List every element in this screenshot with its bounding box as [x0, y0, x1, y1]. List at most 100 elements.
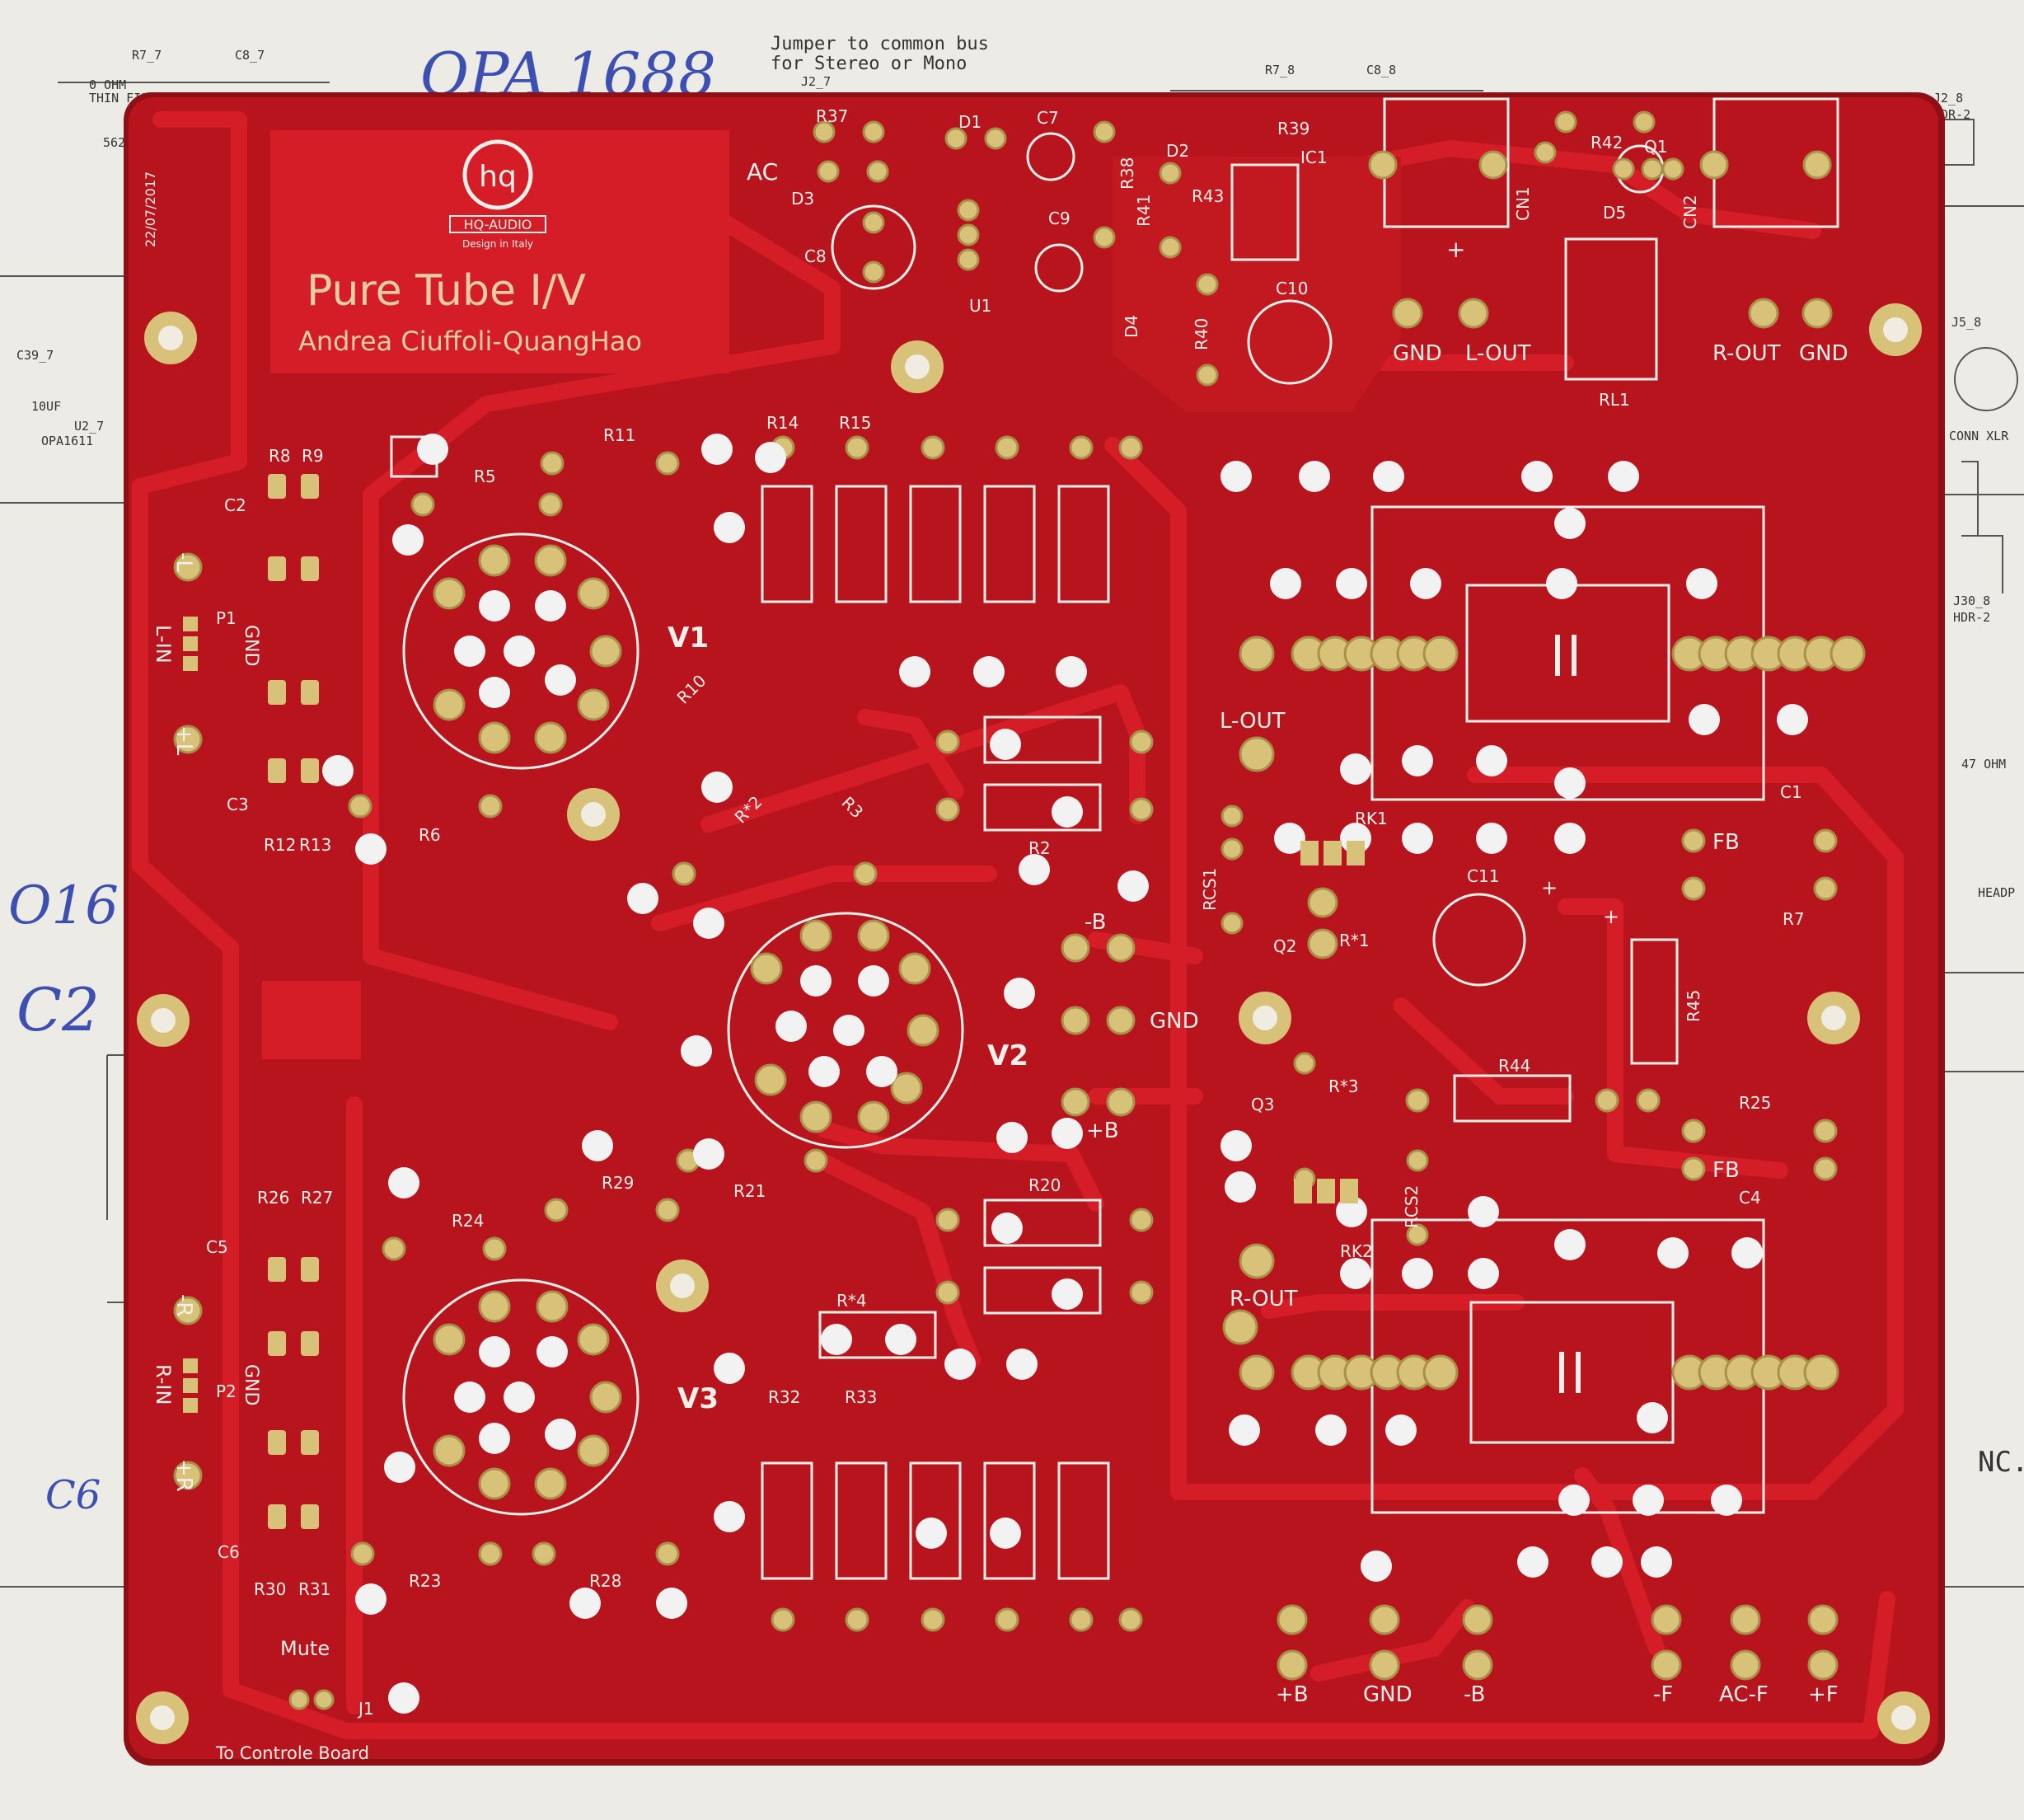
svg-text:R30: R30 — [254, 1579, 286, 1599]
svg-text:GND: GND — [1363, 1682, 1413, 1707]
power-plane-top — [1113, 157, 1401, 412]
svg-text:OPA1611: OPA1611 — [41, 434, 93, 448]
svg-text:R*4: R*4 — [836, 1291, 867, 1311]
label-neg-r: -R — [171, 1294, 196, 1316]
svg-text:C2: C2 — [224, 495, 246, 515]
svg-text:+B: +B — [1276, 1682, 1309, 1707]
svg-text:C6: C6 — [218, 1542, 240, 1562]
svg-text:R43: R43 — [1192, 186, 1224, 206]
label-l-out-mid: L-OUT — [1220, 709, 1286, 734]
svg-text:R25: R25 — [1739, 1093, 1771, 1113]
svg-text:U1: U1 — [969, 296, 991, 316]
logo-text: HQ-AUDIO — [464, 217, 532, 232]
svg-text:562: 562 — [103, 135, 125, 150]
svg-text:D5: D5 — [1603, 203, 1626, 223]
svg-text:-F: -F — [1653, 1682, 1673, 1707]
svg-text:C7: C7 — [1037, 108, 1059, 128]
svg-text:C3: C3 — [227, 795, 249, 814]
jumper-note-2: for Stereo or Mono — [771, 54, 967, 74]
label-r-out-mid: R-OUT — [1230, 1287, 1298, 1311]
svg-text:C8_8: C8_8 — [1366, 63, 1396, 77]
svg-text:R13: R13 — [299, 835, 331, 855]
svg-text:J2_7: J2_7 — [801, 74, 831, 89]
tube-socket-v1: V1 — [402, 532, 709, 770]
svg-text:R28: R28 — [589, 1571, 621, 1591]
schematic-labels: R7_7 C8_7 0 OHM THIN FILM 562 C39_7 10UF… — [16, 48, 2015, 900]
label-c1-plus: + — [1603, 905, 1619, 928]
schematic-nc: NC. — [1978, 1446, 2024, 1479]
svg-text:R29: R29 — [602, 1173, 634, 1193]
tube-label-v2: V2 — [987, 1039, 1028, 1072]
label-minus-b: -B — [1085, 910, 1106, 935]
label-gnd-mid: GND — [1150, 1009, 1199, 1034]
tube-label-v1: V1 — [668, 622, 709, 654]
label-c11-plus: + — [1541, 876, 1558, 899]
board-title: Pure Tube I/V — [307, 266, 586, 316]
tube-label-v3: V3 — [677, 1382, 719, 1415]
silk-labels: AC Mute To Controle Board L-OUT R-OUT GN… — [152, 158, 1848, 1763]
svg-text:D3: D3 — [791, 189, 814, 209]
smd-pads — [183, 474, 1365, 1529]
svg-text:R45: R45 — [1684, 990, 1703, 1022]
svg-text:J1: J1 — [357, 1699, 374, 1719]
label-l-in: L-IN — [152, 625, 175, 664]
label-pos-r: +R — [171, 1459, 196, 1492]
svg-text:J30_8: J30_8 — [1953, 593, 1990, 608]
svg-text:R23: R23 — [409, 1571, 441, 1591]
label-plus-b: +B — [1086, 1119, 1119, 1143]
svg-text:C9: C9 — [1048, 209, 1071, 228]
capacitor-symbols — [1555, 635, 1581, 1393]
svg-text:RCS1: RCS1 — [1200, 868, 1220, 911]
svg-text:0 OHM: 0 OHM — [89, 77, 126, 92]
label-ac: AC — [747, 158, 778, 185]
svg-text:R41: R41 — [1134, 195, 1154, 227]
svg-text:R*1: R*1 — [1339, 931, 1370, 950]
label-r-in: R-IN — [152, 1364, 175, 1405]
svg-text:R8: R8 — [269, 446, 291, 466]
tube-socket-v3: V3 — [402, 1278, 719, 1516]
svg-text:CONN XLR: CONN XLR — [1949, 429, 2009, 443]
jumper-note-1: Jumper to common bus — [771, 34, 989, 54]
handwritten-c2: C2 — [16, 975, 100, 1044]
svg-text:J2_8: J2_8 — [1933, 91, 1963, 106]
svg-text:C10: C10 — [1276, 279, 1308, 298]
label-gnd-r: GND — [241, 1364, 261, 1405]
svg-text:R5: R5 — [474, 467, 496, 486]
handwritten-c6: C6 — [45, 1472, 101, 1518]
svg-text:R20: R20 — [1028, 1175, 1061, 1195]
svg-text:C8: C8 — [804, 246, 827, 266]
tube-socket-v2: V2 — [727, 912, 1028, 1149]
svg-text:R15: R15 — [839, 413, 871, 433]
svg-text:C11: C11 — [1467, 866, 1499, 886]
svg-text:R7_7: R7_7 — [132, 48, 162, 63]
svg-text:Q2: Q2 — [1273, 936, 1296, 956]
label-l-out-top: L-OUT — [1465, 341, 1531, 366]
svg-text:R44: R44 — [1498, 1056, 1530, 1076]
svg-text:R7: R7 — [1783, 909, 1805, 929]
label-fb-1: FB — [1712, 830, 1740, 855]
svg-text:R14: R14 — [766, 413, 799, 433]
svg-text:R26: R26 — [257, 1188, 289, 1208]
svg-text:D1: D1 — [958, 112, 982, 132]
svg-text:R24: R24 — [452, 1211, 484, 1231]
label-fb-2: FB — [1712, 1158, 1740, 1183]
label-mute: Mute — [280, 1637, 330, 1660]
svg-text:10UF: 10UF — [31, 399, 61, 414]
svg-text:HEADP: HEADP — [1978, 885, 2015, 900]
svg-text:P2: P2 — [216, 1381, 237, 1401]
svg-text:R21: R21 — [733, 1181, 766, 1201]
hq-logo-icon — [462, 139, 533, 210]
label-cn1-plus: + — [1446, 236, 1465, 263]
svg-text:R11: R11 — [603, 425, 635, 445]
label-pos-l: +L — [171, 725, 196, 756]
label-gnd-top-right: GND — [1799, 341, 1848, 366]
svg-text:R6: R6 — [419, 825, 441, 845]
svg-text:CN2: CN2 — [1680, 195, 1700, 229]
title-block: hq HQ-AUDIO Design in Italy Pure Tube I/… — [143, 130, 729, 373]
svg-text:CN1: CN1 — [1513, 186, 1533, 221]
handwritten-o16: O16 — [8, 875, 119, 936]
unplated-holes — [322, 434, 1808, 1714]
label-neg-l: -L — [171, 552, 196, 572]
svg-text:R32: R32 — [768, 1387, 800, 1407]
